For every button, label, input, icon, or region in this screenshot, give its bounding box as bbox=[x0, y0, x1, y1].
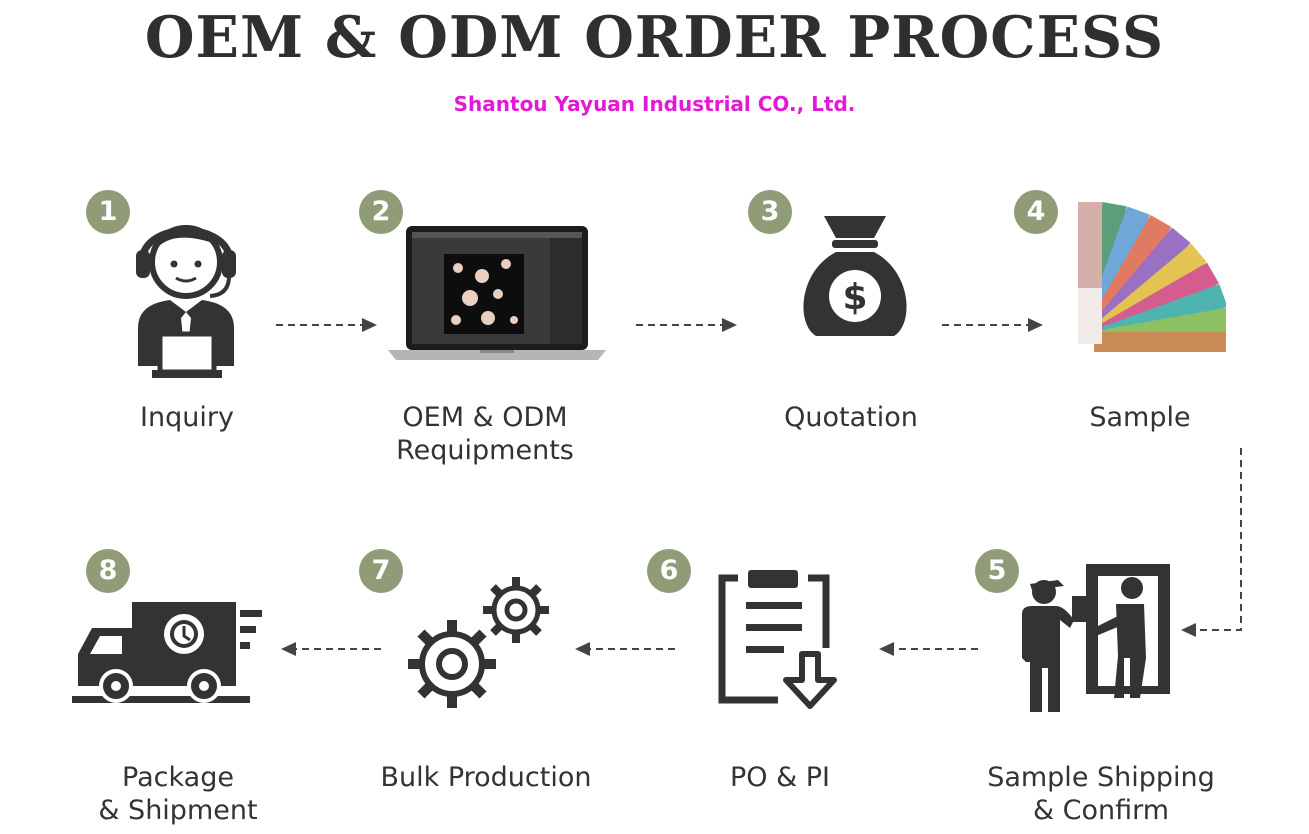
step-4-label: Sample bbox=[1089, 402, 1191, 433]
step-1-label: Inquiry bbox=[140, 402, 234, 433]
svg-text:$: $ bbox=[842, 277, 867, 318]
step-4-badge: 4 bbox=[1014, 190, 1058, 234]
customer-service-headset-icon bbox=[136, 225, 236, 378]
step-7-badge: 7 bbox=[359, 549, 403, 593]
step-7-label: Bulk Production bbox=[380, 762, 592, 793]
step-8-label: Package& Shipment bbox=[98, 762, 258, 826]
arrow-4-to-5 bbox=[1194, 448, 1242, 631]
step-6-label: PO & PI bbox=[730, 762, 830, 793]
delivery-truck-icon bbox=[72, 602, 262, 703]
delivery-person-icon bbox=[1022, 564, 1170, 712]
step-2-badge: 2 bbox=[359, 190, 403, 234]
step-8-badge: 8 bbox=[86, 549, 130, 593]
step-1-badge: 1 bbox=[86, 190, 130, 234]
page-title: OEM & ODM ORDER PROCESS bbox=[144, 4, 1165, 71]
step-3-label: Quotation bbox=[784, 402, 918, 433]
laptop-design-icon bbox=[388, 226, 606, 360]
money-bag-icon: $ bbox=[803, 216, 907, 336]
color-swatch-fan-icon bbox=[1078, 202, 1226, 352]
step-3-badge: 3 bbox=[748, 190, 792, 234]
company-name: Shantou Yayuan Industrial CO., Ltd. bbox=[453, 92, 856, 116]
step-5-badge: 5 bbox=[975, 549, 1019, 593]
step-5-label: Sample Shipping& Confirm bbox=[987, 762, 1215, 826]
clipboard-download-icon bbox=[718, 570, 837, 709]
gears-icon bbox=[408, 577, 549, 708]
step-6-badge: 6 bbox=[647, 549, 691, 593]
